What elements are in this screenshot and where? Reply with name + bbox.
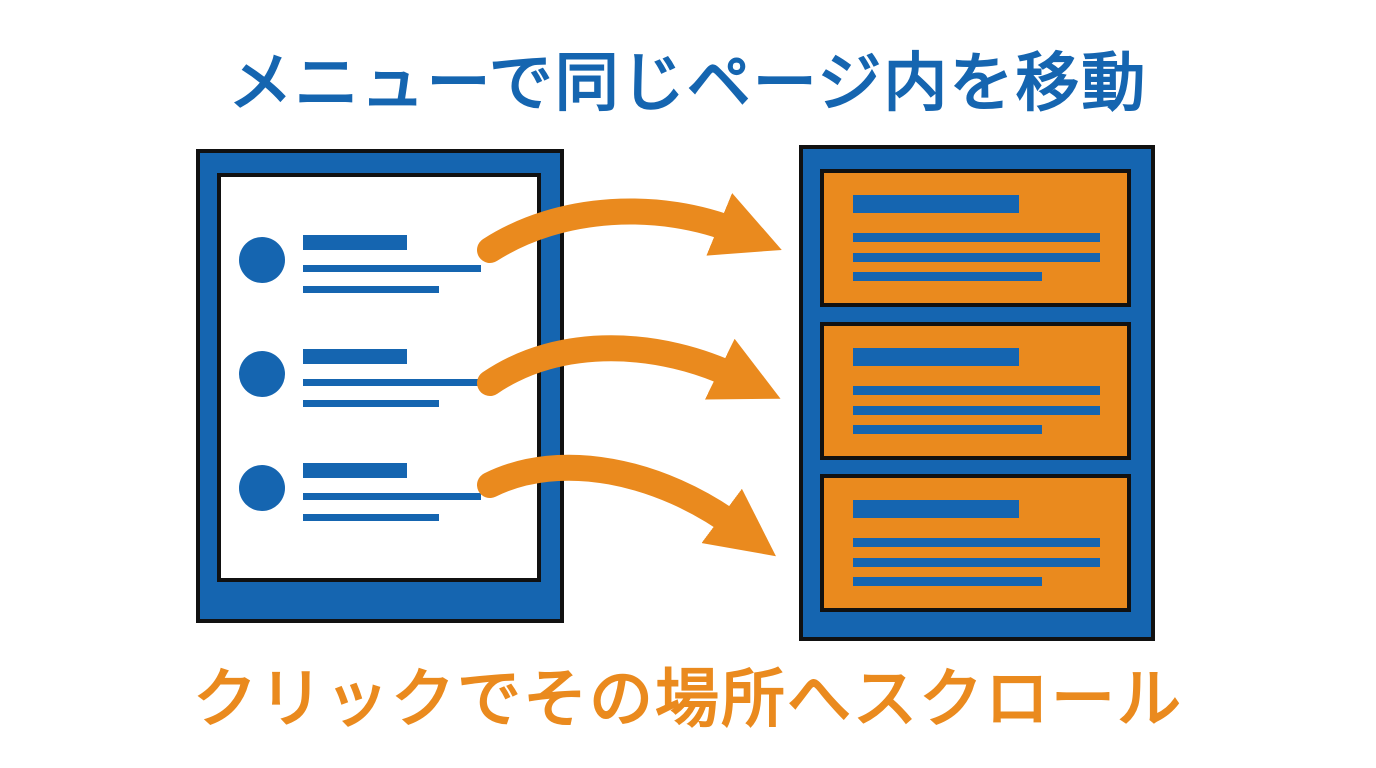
destination-page [799, 145, 1155, 641]
menu-item-title-line [303, 463, 407, 478]
section-text-line [853, 577, 1042, 586]
section-list [820, 169, 1131, 612]
menu-item-1[interactable] [239, 235, 481, 293]
menu-item-text-line [303, 400, 439, 407]
menu-item-2[interactable] [239, 349, 481, 407]
section-2 [820, 322, 1131, 460]
menu-item-title-line [303, 235, 407, 250]
section-text-line [853, 272, 1042, 281]
menu-item-3[interactable] [239, 463, 481, 521]
menu-item-text-line [303, 514, 439, 521]
menu-item-text-line [303, 265, 481, 272]
menu-list [239, 235, 481, 521]
menu-item-text-line [303, 379, 481, 386]
menu-item-bullet [239, 351, 285, 397]
section-heading-line [853, 500, 1019, 518]
section-heading-line [853, 195, 1019, 213]
diagram-title: メニューで同じページ内を移動 [228, 47, 1148, 121]
section-text-line [853, 425, 1042, 434]
diagram-caption: クリックでその場所へスクロール [193, 663, 1183, 737]
scroll-arrow-2 [477, 335, 781, 400]
scroll-arrow-1 [477, 193, 782, 263]
menu-item-title-line [303, 349, 407, 364]
menu-item-bullet [239, 465, 285, 511]
section-text-line [853, 406, 1100, 415]
section-1 [820, 169, 1131, 307]
section-text-line [853, 253, 1100, 262]
section-text-line [853, 558, 1100, 567]
menu-item-bullet [239, 237, 285, 283]
menu-item-text-line [303, 493, 481, 500]
scroll-arrow-3 [477, 454, 776, 557]
menu-item-text-line [303, 286, 439, 293]
section-text-line [853, 233, 1100, 242]
section-text-line [853, 386, 1100, 395]
scroll-arrows [477, 193, 782, 557]
section-3 [820, 474, 1131, 612]
section-text-line [853, 538, 1100, 547]
section-heading-line [853, 348, 1019, 366]
